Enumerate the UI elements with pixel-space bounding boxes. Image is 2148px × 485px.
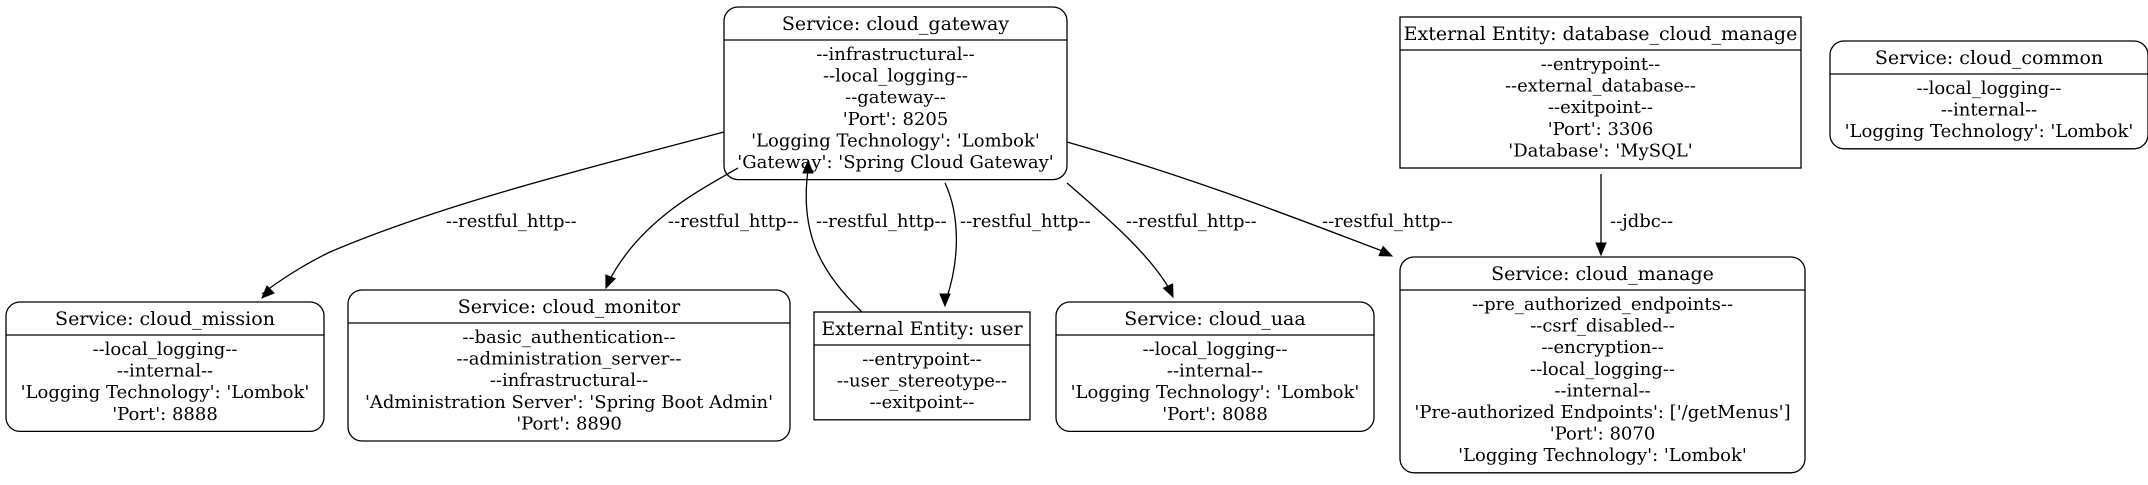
node-attribute: 'Logging Technology': 'Lombok' [1458,445,1747,466]
edge-label: --restful_http-- [668,211,799,232]
node-cloud-monitor: Service: cloud_monitor --basic_authentica… [347,289,791,442]
node-attribute: 'Logging Technology': 'Lombok' [751,130,1040,151]
node-title: Service: cloud_common [1875,47,2103,69]
node-attribute: 'Logging Technology': 'Lombok' [1845,121,2134,142]
node-title: Service: cloud_mission [55,308,275,330]
node-attribute: 'Port': 8205 [843,109,949,130]
node-attribute: --administration_server-- [457,349,682,370]
node-attribute: --csrf_disabled-- [1530,316,1675,337]
node-attribute: 'Port': 8890 [516,413,622,434]
node-cloud-gateway: Service: cloud_gateway --infrastructural-… [723,6,1068,181]
edge-line [1066,141,1386,253]
arrowhead [1595,242,1607,257]
node-attribute: --local_logging-- [1142,339,1287,360]
node-box [1399,256,1806,474]
node-attribute: 'Database': 'MySQL' [1508,140,1693,161]
node-attribute: --internal-- [1167,361,1263,382]
node-attribute: --local_logging-- [92,339,237,360]
edge-user-to-gateway: --restful_http-- [802,159,947,313]
edge-label: --restful_http-- [446,211,577,232]
arrowhead [605,274,616,290]
node-attribute: --user_stereotype-- [837,371,1007,392]
node-title: Service: cloud_gateway [782,13,1009,35]
node-attribute: --internal-- [1941,100,2037,121]
node-attribute: --encryption-- [1541,337,1663,358]
node-attribute: --pre_authorized_endpoints-- [1472,294,1733,315]
node-attribute: --local_logging-- [823,66,968,87]
edge-line [1066,182,1171,291]
edge-label: --restful_http-- [1126,211,1257,232]
arrowhead [1162,283,1174,299]
edge-line [261,131,725,295]
node-box [723,6,1068,181]
node-attribute: --external_database-- [1505,76,1696,97]
node-attribute: --gateway-- [845,87,946,108]
edge-gateway-to-mission: --restful_http-- [261,131,725,299]
arrowhead [939,293,951,308]
edge-label: --restful_http-- [816,211,947,232]
node-attribute: --infrastructural-- [490,370,648,391]
node-attribute: 'Port': 3306 [1548,119,1654,140]
node-box [813,311,1031,421]
arrowhead [261,285,275,299]
node-attribute: --basic_authentication-- [462,327,675,348]
node-title: External Entity: user [821,318,1023,340]
node-title: External Entity: database_cloud_manage [1404,23,1798,45]
node-database-cloud-manage: External Entity: database_cloud_manage --… [1399,16,1802,169]
node-box [1399,16,1802,169]
node-attribute: --infrastructural-- [816,44,974,65]
arrowhead [1378,245,1394,257]
node-title: Service: cloud_uaa [1124,308,1305,330]
node-attribute: 'Logging Technology': 'Lombok' [1071,382,1360,403]
node-attribute: 'Pre-authorized Endpoints': ['/getMenus'… [1414,402,1790,423]
node-title: Service: cloud_manage [1491,263,1714,285]
node-attribute: 'Port': 8070 [1550,424,1656,445]
edge-gateway-to-monitor: --restful_http-- [605,167,799,290]
arrowhead [802,159,814,174]
node-attribute: --local_logging-- [1530,359,1675,380]
node-box [347,289,791,442]
node-attribute: --internal-- [1554,380,1650,401]
node-cloud-uaa: Service: cloud_uaa --local_logging----int… [1055,301,1375,433]
node-title: Service: cloud_monitor [458,296,681,318]
edge-gateway-to-uaa: --restful_http-- [1066,182,1257,299]
edge-line [607,167,739,284]
node-attribute: --entrypoint-- [1541,54,1661,75]
node-attribute: --entrypoint-- [862,349,982,370]
node-attribute: 'Port': 8088 [1162,404,1268,425]
edge-label: --restful_http-- [1322,211,1453,232]
edge-label: --jdbc-- [1610,211,1673,232]
node-attribute: --internal-- [117,361,213,382]
node-attribute: --exitpoint-- [869,392,974,413]
node-attribute: 'Administration Server': 'Spring Boot Ad… [365,392,773,413]
edge-line [944,182,958,301]
node-attribute: --exitpoint-- [1548,97,1653,118]
node-cloud-mission: Service: cloud_mission --local_logging---… [5,301,325,433]
edge-gateway-to-user: --restful_http-- [939,182,1091,308]
edge-label: --restful_http-- [960,211,1091,232]
node-cloud-common: Service: cloud_common --local_logging----… [1829,40,2148,150]
edge-line [805,169,863,313]
node-attribute: --local_logging-- [1916,78,2061,99]
node-box [1829,40,2148,150]
edge-gateway-to-manage: --restful_http-- [1066,141,1453,257]
node-attribute: 'Port': 8888 [112,404,218,425]
node-attribute: 'Logging Technology': 'Lombok' [21,382,310,403]
node-user: External Entity: user --entrypoint----use… [813,311,1031,421]
node-attribute: 'Gateway': 'Spring Cloud Gateway' [737,152,1053,173]
edge-database-to-manage: --jdbc-- [1595,174,1673,257]
node-cloud-manage: Service: cloud_manage --pre_authorized_en… [1399,256,1806,474]
